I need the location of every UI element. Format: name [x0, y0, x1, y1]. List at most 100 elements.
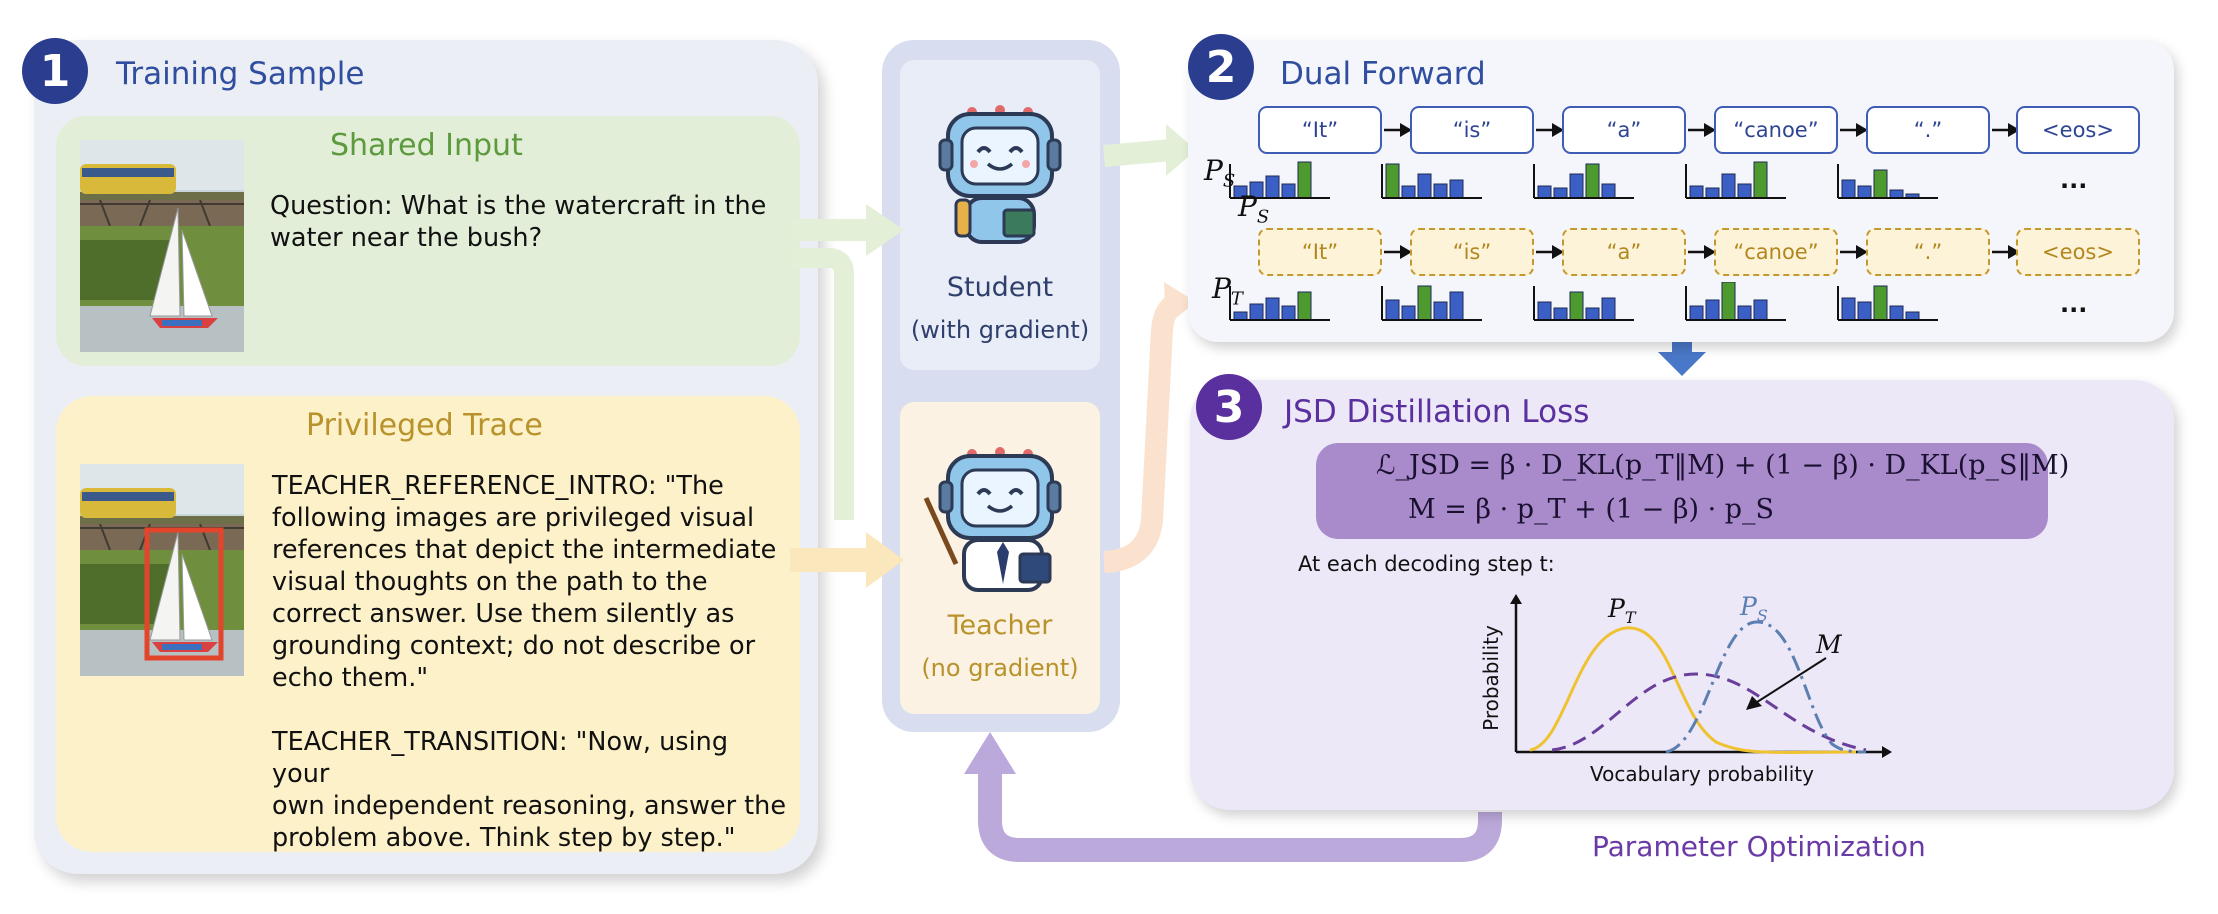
dist-bar: [1905, 311, 1920, 321]
boat-image-annotated: [80, 464, 244, 676]
teacher-token: “a”: [1562, 228, 1686, 276]
teacher-dist-bars: [1685, 282, 1786, 321]
pt-curve: [1529, 626, 1857, 755]
student-token-arrow: [1992, 123, 2020, 137]
student-token: “a”: [1562, 106, 1686, 154]
student-to-dual-forward-arrow: [1103, 139, 1173, 167]
student-sublabel: (with gradient): [910, 316, 1090, 344]
dist-ellipsis-student: ...: [2060, 166, 2088, 194]
student-dist-bars: [1533, 163, 1634, 199]
shared-input-title: Shared Input: [330, 128, 523, 163]
teacher-dist-bars: [1229, 286, 1330, 321]
teacher-token: “canoe”: [1714, 228, 1838, 276]
dist-bar: [1401, 185, 1416, 199]
dist-bar: [1569, 173, 1584, 199]
trace-to-teacher-arrowhead: [866, 532, 904, 588]
student-dist-bars: [1229, 161, 1330, 199]
curve-ps-label: PS: [1740, 592, 1768, 625]
trace-line: grounding context; do not describe or: [272, 631, 756, 661]
dist-bar: [1753, 161, 1768, 199]
privileged-trace-title: Privileged Trace: [306, 408, 543, 443]
dist-bar: [1841, 179, 1856, 199]
jsd-formula-line1: ℒ_JSD = β · D_KL(p_T‖M) + (1 − β) · D_KL…: [1376, 450, 2070, 481]
curve-ps-label-main: P: [1740, 592, 1757, 621]
transition-line: TEACHER_TRANSITION: "Now, using your: [272, 727, 729, 789]
ps-curve: [1665, 620, 1867, 754]
teacher-token-arrow: [1384, 245, 1412, 259]
ps-label-2-sub: S: [1256, 206, 1270, 228]
teacher-token: “is”: [1410, 228, 1534, 276]
teacher-token-arrow: [1688, 245, 1716, 259]
student-dist-bars: [1837, 164, 1938, 199]
dist-bar: [1449, 291, 1464, 321]
dist-bar: [1705, 299, 1720, 321]
dist-bar: [1721, 173, 1736, 199]
dist-bar: [1417, 285, 1432, 321]
teacher-to-dual-forward-arrowhead: [1164, 282, 1196, 326]
student-token-arrow: [1688, 123, 1716, 137]
x-axis-label: Vocabulary probability: [1590, 762, 1814, 786]
dist-bar: [1753, 299, 1768, 321]
jsd-formula-line2: M = β · p_T + (1 − β) · p_S: [1408, 494, 1775, 525]
dist-bar: [1553, 307, 1568, 321]
pt-label-main: P: [1212, 272, 1231, 305]
dist-bar: [1737, 183, 1752, 199]
dist-bar: [1433, 183, 1448, 199]
dist-bar: [1265, 297, 1280, 321]
dist-bar: [1297, 161, 1312, 199]
dist-bar: [1585, 307, 1600, 321]
ps-label-1-sub: S: [1222, 170, 1236, 192]
dist-bar: [1449, 179, 1464, 199]
section-3-number: 3: [1213, 381, 1245, 433]
student-dist-bars: [1381, 163, 1482, 199]
curve-pt-label: PT: [1608, 594, 1636, 627]
dist-bar: [1433, 301, 1448, 321]
teacher-token-arrow: [1992, 245, 2020, 259]
dist-bar: [1737, 305, 1752, 321]
curve-ps-label-sub: S: [1756, 606, 1768, 625]
dist-bar: [1689, 305, 1704, 321]
teacher-token: “.”: [1866, 228, 1990, 276]
dual-to-jsd-arrow-stem: [1672, 342, 1692, 354]
dist-bar: [1233, 311, 1248, 321]
dist-bar: [1601, 297, 1616, 321]
dist-bar: [1281, 305, 1296, 321]
transition-line: own independent reasoning, answer the: [272, 791, 787, 821]
section-3-badge: 3: [1196, 374, 1262, 440]
dist-bar: [1385, 163, 1400, 199]
teacher-token: <eos>: [2016, 228, 2140, 276]
teacher-token: “It”: [1258, 228, 1382, 276]
dist-bar: [1873, 285, 1888, 321]
dist-bar: [1281, 183, 1296, 199]
ps-label-2-main: P: [1238, 190, 1257, 223]
dist-bar: [1417, 173, 1432, 199]
student-robot-icon: [930, 104, 1070, 244]
pt-label-sub: T: [1230, 288, 1243, 310]
student-token-arrow: [1840, 123, 1868, 137]
question-text-line1: Question: What is the watercraft in the: [270, 191, 767, 221]
dist-bar: [1297, 291, 1312, 321]
ps-label-1: PS: [1204, 154, 1235, 192]
shared-input-to-student-arrowhead: [866, 204, 904, 256]
teacher-dist-bars: [1837, 285, 1938, 321]
ps-label-1-main: P: [1204, 154, 1223, 187]
dist-bar: [1889, 305, 1904, 321]
dist-bar: [1873, 169, 1888, 199]
dist-bar: [1537, 301, 1552, 321]
trace-line: following images are privileged visual: [272, 503, 755, 533]
shared-input-to-teacher-arrow: [790, 248, 854, 520]
ps-label-2: PS: [1238, 190, 1269, 228]
student-token: <eos>: [2016, 106, 2140, 154]
trace-line: correct answer. Use them silently as: [272, 599, 735, 629]
teacher-dist-bars: [1533, 286, 1634, 321]
parameter-optimization-arrow: [978, 770, 1502, 862]
trace-line: TEACHER_REFERENCE_INTRO: "The: [272, 471, 724, 501]
section-3-title: JSD Distillation Loss: [1284, 394, 1590, 430]
student-token: “It”: [1258, 106, 1382, 154]
distribution-plot: [1456, 594, 1896, 790]
y-axis-arrowhead: [1510, 594, 1522, 604]
teacher-sublabel: (no gradient): [921, 654, 1079, 682]
curve-m-label: M: [1816, 630, 1842, 659]
dist-bar: [1553, 187, 1568, 199]
